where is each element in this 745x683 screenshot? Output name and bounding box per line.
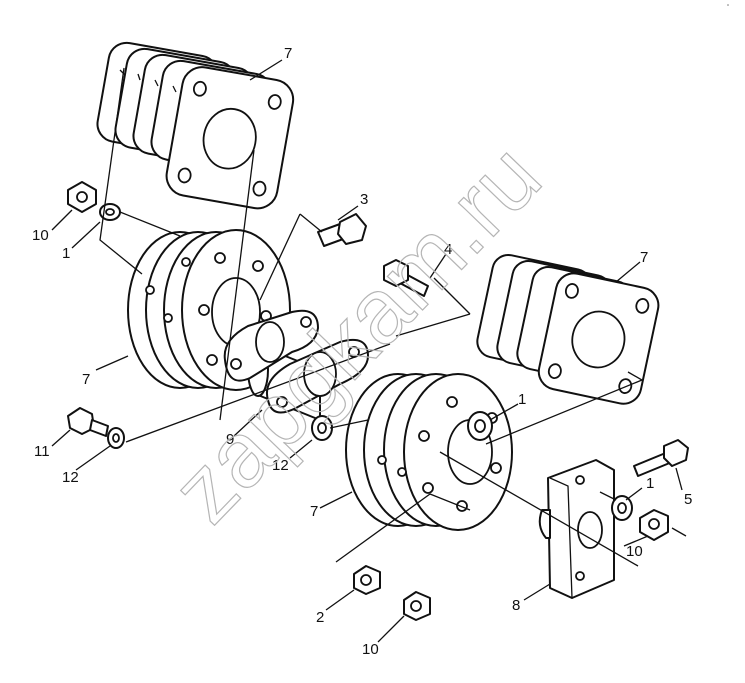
gasket-stack-top-left xyxy=(96,41,295,210)
bolt-3 xyxy=(317,213,367,247)
callout-1-mid: 1 xyxy=(518,391,526,408)
callout-leaders xyxy=(51,59,683,643)
bolt-5 xyxy=(633,439,689,477)
callout-7-mid: 7 xyxy=(310,503,318,520)
callout-12-mid: 12 xyxy=(272,457,289,474)
callout-10-left: 10 xyxy=(32,227,49,244)
callout-10-right: 10 xyxy=(626,543,643,560)
callout-7-top: 7 xyxy=(284,45,292,62)
callout-1-right: 1 xyxy=(646,475,654,492)
gasket-stack-right xyxy=(476,253,660,405)
callout-5: 5 xyxy=(684,491,692,508)
assembly-lines xyxy=(99,67,687,567)
flange-disc-stack-right xyxy=(345,373,513,531)
callout-3: 3 xyxy=(360,191,368,208)
bolt-4 xyxy=(383,259,429,297)
callout-11: 11 xyxy=(34,443,50,460)
callout-8: 8 xyxy=(512,597,520,614)
callout-labels: 7 3 10 1 4 7 7 11 12 9 12 1 7 1 5 10 2 8… xyxy=(32,45,692,658)
flange-disc-stack-left xyxy=(127,229,291,391)
callout-2: 2 xyxy=(316,609,324,626)
callout-4: 4 xyxy=(444,241,452,258)
nut-10-right xyxy=(639,509,669,541)
central-shaft-part-9 xyxy=(223,309,369,421)
callout-9: 9 xyxy=(226,431,234,448)
bolt-11 xyxy=(67,407,109,437)
washer-1-mid xyxy=(467,411,493,441)
bracket-part-8 xyxy=(538,459,615,599)
nut-10-left xyxy=(67,181,97,213)
callout-1-left: 1 xyxy=(62,245,70,262)
washer-1-right xyxy=(611,495,633,521)
callout-7-right-top: 7 xyxy=(640,249,648,266)
nut-10-bottom xyxy=(403,591,431,621)
nut-2 xyxy=(353,565,381,595)
washer-12-left xyxy=(107,427,125,449)
washer-12-mid xyxy=(311,415,333,441)
callout-12-left: 12 xyxy=(62,469,79,486)
callout-7-left: 7 xyxy=(82,371,90,388)
callout-10-bottom: 10 xyxy=(362,641,379,658)
corner-mark: ° xyxy=(727,4,729,10)
